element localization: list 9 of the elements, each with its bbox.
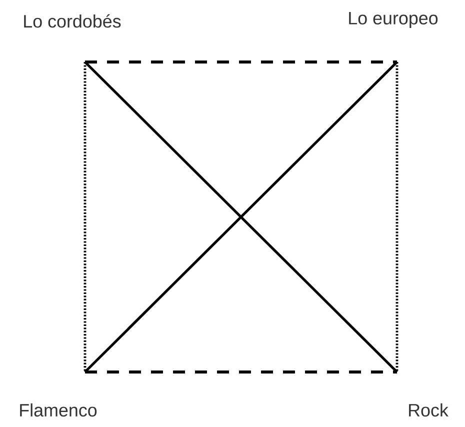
dotted-line — [84, 62, 86, 372]
dotted-line — [396, 62, 398, 372]
corner-label: Flamenco — [20, 403, 97, 417]
corner-label: Lo cordobés — [24, 14, 121, 28]
crossing-lines — [84, 60, 398, 374]
corner-label: Lo europeo — [349, 12, 438, 28]
corner-label: Rock — [409, 403, 448, 417]
dashed-line — [85, 60, 397, 64]
dashed-line — [85, 370, 397, 374]
